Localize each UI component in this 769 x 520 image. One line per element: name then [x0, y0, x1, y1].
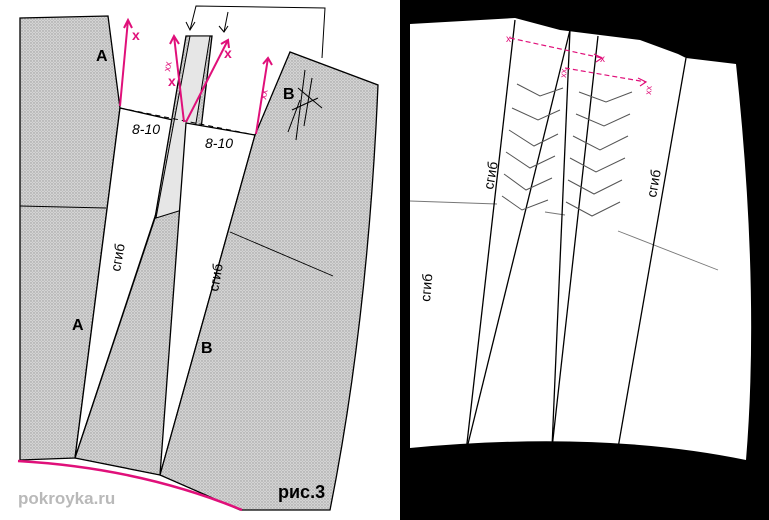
mark-x-3: x — [224, 45, 232, 61]
mark-x-r2: x — [600, 54, 605, 65]
label-a-mid: A — [72, 317, 84, 334]
measure-left: 8-10 — [132, 121, 160, 137]
magenta-marks: x x x xx xx — [132, 27, 271, 101]
mark-x-1: x — [132, 27, 140, 43]
chevron-darts — [501, 83, 633, 217]
mark-x-r1: x — [506, 34, 511, 45]
panel-b-shaded — [159, 51, 379, 511]
figure-4: x x xx xx сгиб сгиб сгиб рис.4 — [400, 0, 769, 520]
fold-label-right: сгиб — [205, 262, 226, 292]
hem-line — [17, 459, 243, 512]
magenta-arrows — [119, 17, 273, 135]
mark-xx-2: xx — [258, 89, 271, 101]
panel-b-hip-line — [229, 231, 334, 277]
mark-xx-r1: xx — [558, 68, 569, 78]
figure-3: x x x xx xx A A B B 8-10 8-10 сгиб сги — [17, 5, 379, 512]
fold-label-r3: сгиб — [643, 168, 664, 198]
label-a-top: A — [96, 48, 108, 65]
mark-x-2: x — [168, 73, 176, 89]
measure-right: 8-10 — [205, 135, 233, 151]
dart-hatch — [287, 69, 323, 141]
fold-label-r2: сгиб — [480, 160, 501, 190]
mark-xx-r2: xx — [643, 85, 654, 95]
fold-label-left: сгиб — [107, 242, 128, 272]
fold-label-r1: сгиб — [417, 273, 435, 302]
pattern-piece — [410, 18, 752, 460]
panel-lines — [465, 19, 687, 453]
figure-3-caption: рис.3 — [278, 482, 325, 502]
transfer-arrow — [185, 5, 326, 59]
watermark: pokroyka.ru — [18, 489, 115, 508]
label-b-mid: B — [201, 340, 213, 357]
figure-4-caption: рис.4 — [683, 482, 730, 502]
waist-dashed-line — [119, 107, 256, 136]
magenta-dashed-arrows — [509, 37, 648, 87]
mark-xx-1: xx — [162, 61, 175, 73]
panel-a-hip-line — [19, 205, 107, 209]
magenta-marks-right: x x xx xx — [506, 34, 654, 95]
label-b-top: B — [283, 86, 295, 103]
